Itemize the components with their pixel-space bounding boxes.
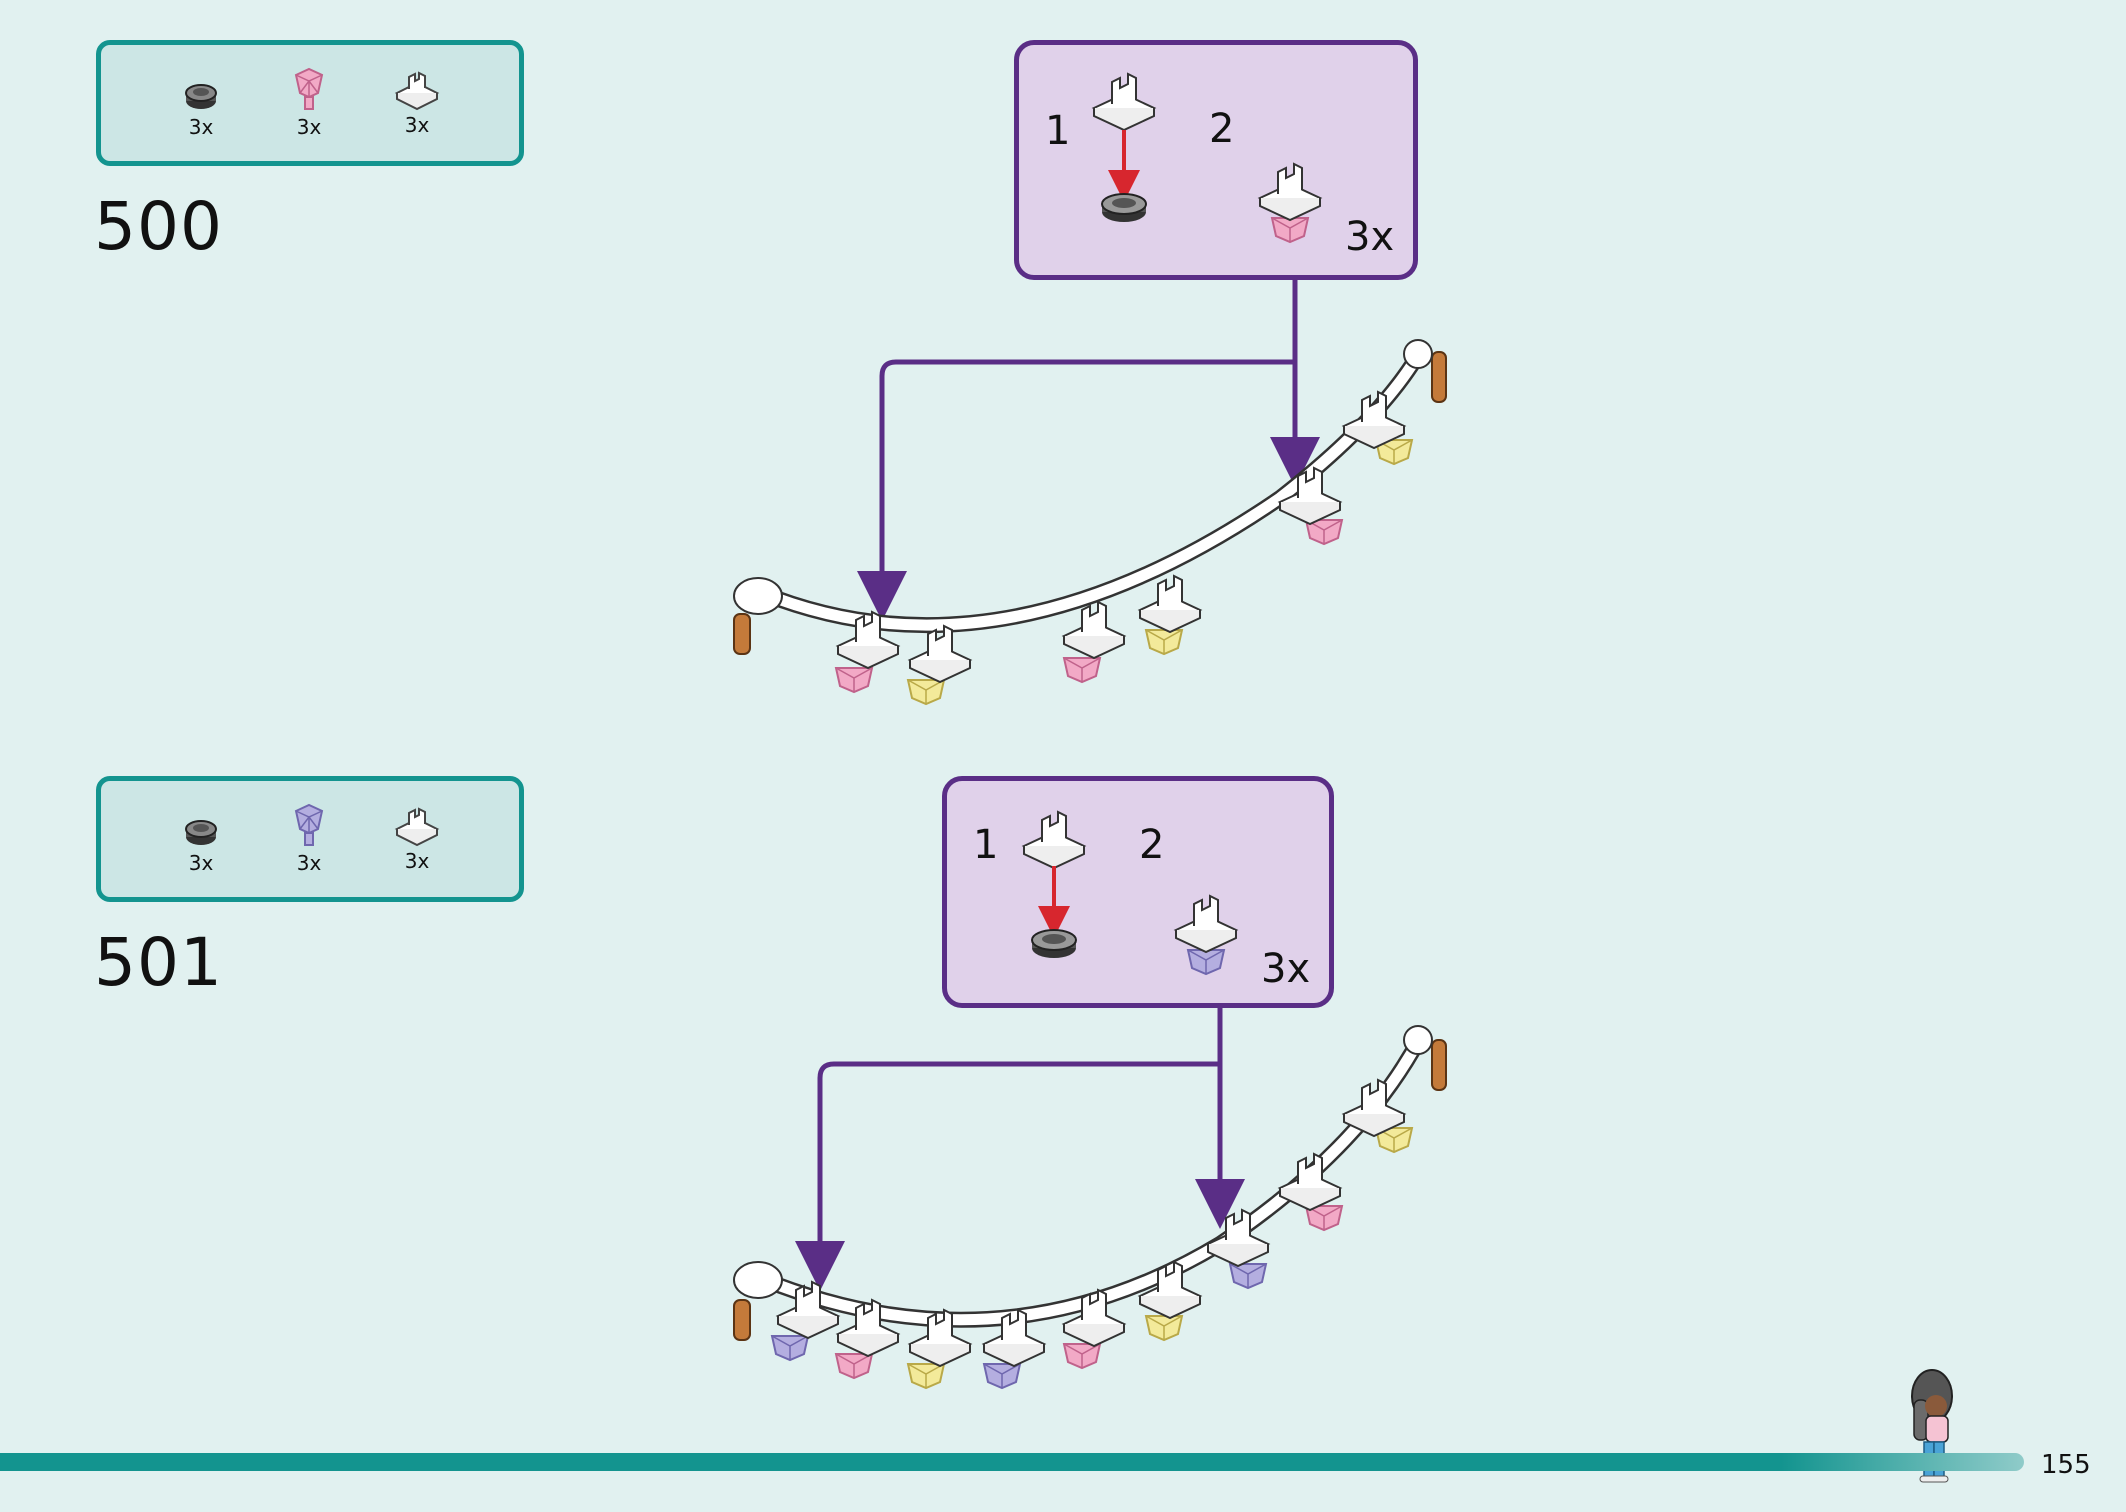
callout-501-art	[1023, 811, 1237, 975]
callout-500-connector	[857, 280, 1320, 621]
parts-list-step-500: 3x 3x 3x	[96, 40, 524, 166]
page-footer-bar	[0, 1453, 2024, 1471]
step-number-501: 501	[94, 924, 223, 1001]
lavender-gem-icon	[294, 803, 324, 846]
substep-2-label: 2	[1139, 822, 1165, 868]
part-round-plate: 3x	[171, 79, 231, 139]
parts-list-step-501: 3x 3x 3x	[96, 776, 524, 902]
white-clip-plate-icon	[394, 807, 440, 847]
callout-500-art	[1093, 73, 1321, 243]
part-clip-plate: 3x	[387, 71, 447, 137]
page-number: 155	[2041, 1450, 2091, 1480]
part-qty: 3x	[296, 115, 322, 139]
part-qty: 3x	[296, 851, 322, 875]
garland-assembly-500	[733, 339, 1447, 705]
part-clip-plate: 3x	[387, 807, 447, 873]
part-pink-gem: 3x	[279, 67, 339, 139]
part-qty: 3x	[404, 849, 430, 873]
callout-501-connector	[795, 1008, 1245, 1291]
sub-assembly-callout-501: 1 2 3x	[942, 776, 1334, 1008]
round-plate-dark-icon	[185, 84, 217, 109]
substep-2-label: 2	[1209, 106, 1235, 152]
sub-assembly-callout-500: 1 2 3x	[1014, 40, 1418, 280]
part-qty: 3x	[404, 113, 430, 137]
multiplier-label: 3x	[1345, 214, 1395, 260]
part-round-plate: 3x	[171, 815, 231, 875]
substep-1-label: 1	[1045, 108, 1071, 154]
pink-gem-icon	[294, 67, 324, 110]
mini-doll-figure-icon	[1911, 1369, 1953, 1483]
white-clip-plate-icon	[394, 71, 440, 111]
substep-1-label: 1	[973, 822, 999, 868]
multiplier-label: 3x	[1261, 946, 1311, 992]
part-lavender-gem: 3x	[279, 803, 339, 875]
garland-assembly-501	[733, 1025, 1447, 1389]
part-qty: 3x	[188, 851, 214, 875]
part-qty: 3x	[188, 115, 214, 139]
round-plate-dark-icon	[185, 820, 217, 845]
step-number-500: 500	[94, 188, 223, 265]
